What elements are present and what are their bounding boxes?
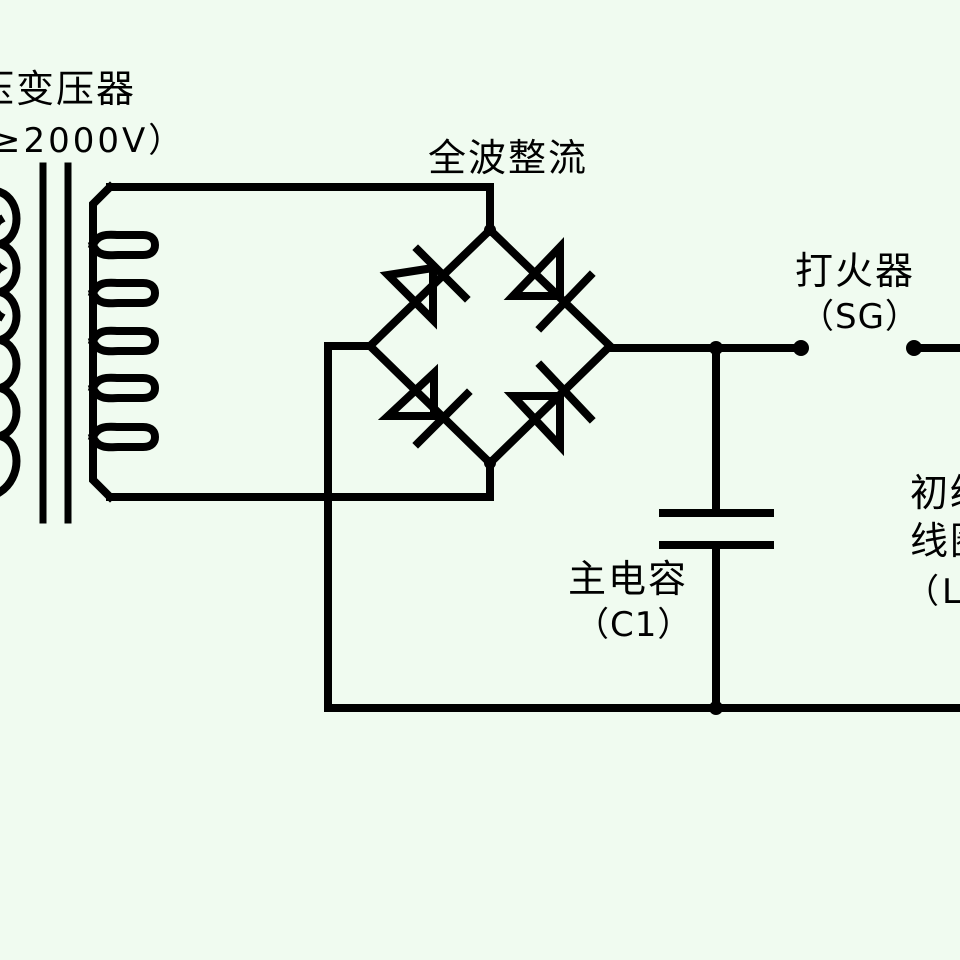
wire-negative-rail	[324, 342, 960, 712]
transformer-secondary-coil	[87, 181, 160, 503]
primary-coil-line2-label: 线圈	[910, 519, 960, 563]
diode-icon	[503, 237, 596, 333]
spark-gap-icon	[793, 340, 922, 356]
diode-icon	[379, 244, 471, 330]
junction-dot	[709, 701, 723, 715]
capacitor-title-label: 主电容	[568, 557, 689, 601]
junction-dot	[484, 457, 496, 469]
spark-gap-code-label: （SG）	[800, 297, 920, 337]
junction-dot	[484, 224, 496, 236]
capacitor-code-label: （C1）	[575, 605, 693, 645]
transformer-title-label: 压变压器	[0, 67, 137, 111]
bridge-rectifier	[364, 224, 616, 469]
bridge-diamond	[364, 224, 616, 469]
primary-coil-line1-label: 初级	[910, 471, 960, 515]
transformer-rating-label: ≥2000V）	[0, 121, 186, 161]
rectifier-title-label: 全波整流	[428, 136, 589, 180]
transformer-primary-coil	[0, 187, 21, 497]
wire-secondary-bottom	[106, 459, 494, 501]
capacitor-icon	[659, 344, 774, 712]
wire-secondary-top	[106, 183, 494, 234]
diode-icon	[377, 363, 473, 449]
primary-coil-code-label: （L	[905, 572, 960, 612]
spark-gap-title-label: 打火器	[795, 249, 916, 293]
diode-icon	[503, 360, 596, 457]
